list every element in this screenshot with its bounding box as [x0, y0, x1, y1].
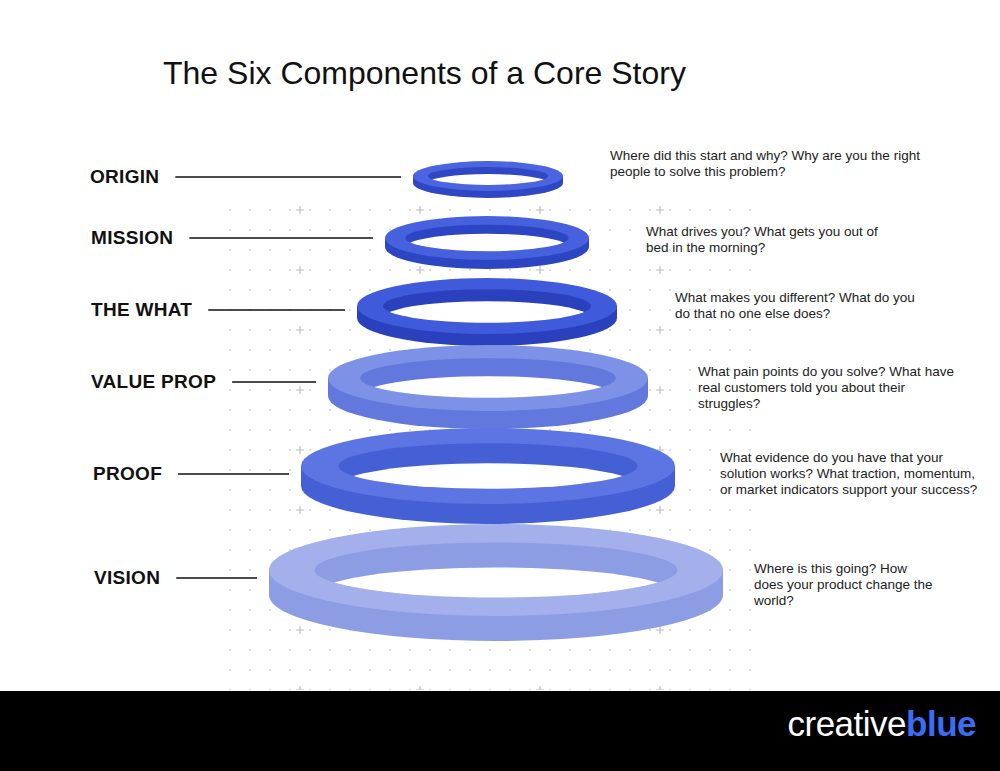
component-label: VALUE PROP: [91, 371, 216, 393]
component-question: What makes you different? What do you do…: [675, 290, 925, 322]
leader-line: [178, 473, 289, 475]
ring-shape: [411, 159, 565, 200]
leader-line: [189, 237, 373, 239]
description-holder: Where is this going? How does your produ…: [754, 561, 934, 609]
dot-grid: [215, 205, 765, 690]
leader-line: [176, 577, 257, 579]
label-holder: PROOF: [93, 463, 162, 485]
component-question: What drives you? What gets you out of be…: [646, 224, 896, 256]
logo: creativeblue: [787, 704, 976, 744]
story-ring: MISSIONWhat drives you? What gets you ou…: [385, 216, 589, 269]
label-holder: VALUE PROP: [91, 371, 216, 393]
leader-line: [175, 176, 401, 178]
story-ring: PROOFWhat evidence do you have that your…: [301, 428, 675, 524]
story-ring: ORIGINWhere did this start and why? Why …: [413, 161, 563, 198]
component-label: THE WHAT: [91, 299, 192, 321]
plus-grid: [215, 205, 765, 690]
label-holder: ORIGIN: [90, 166, 159, 188]
story-ring: VALUE PROPWhat pain points do you solve?…: [328, 345, 648, 429]
description-holder: What makes you different? What do you do…: [675, 290, 925, 322]
title: The Six Components of a Core Story: [163, 55, 686, 92]
description-holder: Where did this start and why? Why are yo…: [610, 148, 930, 180]
description-holder: What pain points do you solve? What have…: [698, 364, 958, 412]
leader-line: [208, 309, 345, 311]
story-ring: THE WHATWhat makes you different? What d…: [357, 278, 617, 346]
ring-shape: [383, 214, 591, 271]
ring-shape: [299, 426, 677, 526]
logo-text: blue: [906, 704, 976, 744]
component-label: PROOF: [93, 463, 162, 485]
label-holder: THE WHAT: [91, 299, 192, 321]
component-question: Where is this going? How does your produ…: [754, 561, 934, 609]
ring-shape: [326, 343, 650, 431]
component-label: MISSION: [91, 227, 173, 249]
footer-bar: [0, 691, 1000, 771]
component-question: What pain points do you solve? What have…: [698, 364, 958, 412]
label-holder: VISION: [94, 567, 160, 589]
component-question: Where did this start and why? Why are yo…: [610, 148, 930, 180]
leader-line: [232, 381, 316, 383]
logo-text: creative: [787, 704, 906, 744]
component-label: ORIGIN: [90, 166, 159, 188]
label-holder: MISSION: [91, 227, 173, 249]
description-holder: What drives you? What gets you out of be…: [646, 224, 896, 256]
ring-shape: [355, 276, 619, 348]
ring-shape: [267, 522, 725, 643]
story-ring: VISIONWhere is this going? How does your…: [269, 524, 723, 641]
description-holder: What evidence do you have that your solu…: [720, 450, 980, 498]
component-label: VISION: [94, 567, 160, 589]
component-question: What evidence do you have that your solu…: [720, 450, 980, 498]
